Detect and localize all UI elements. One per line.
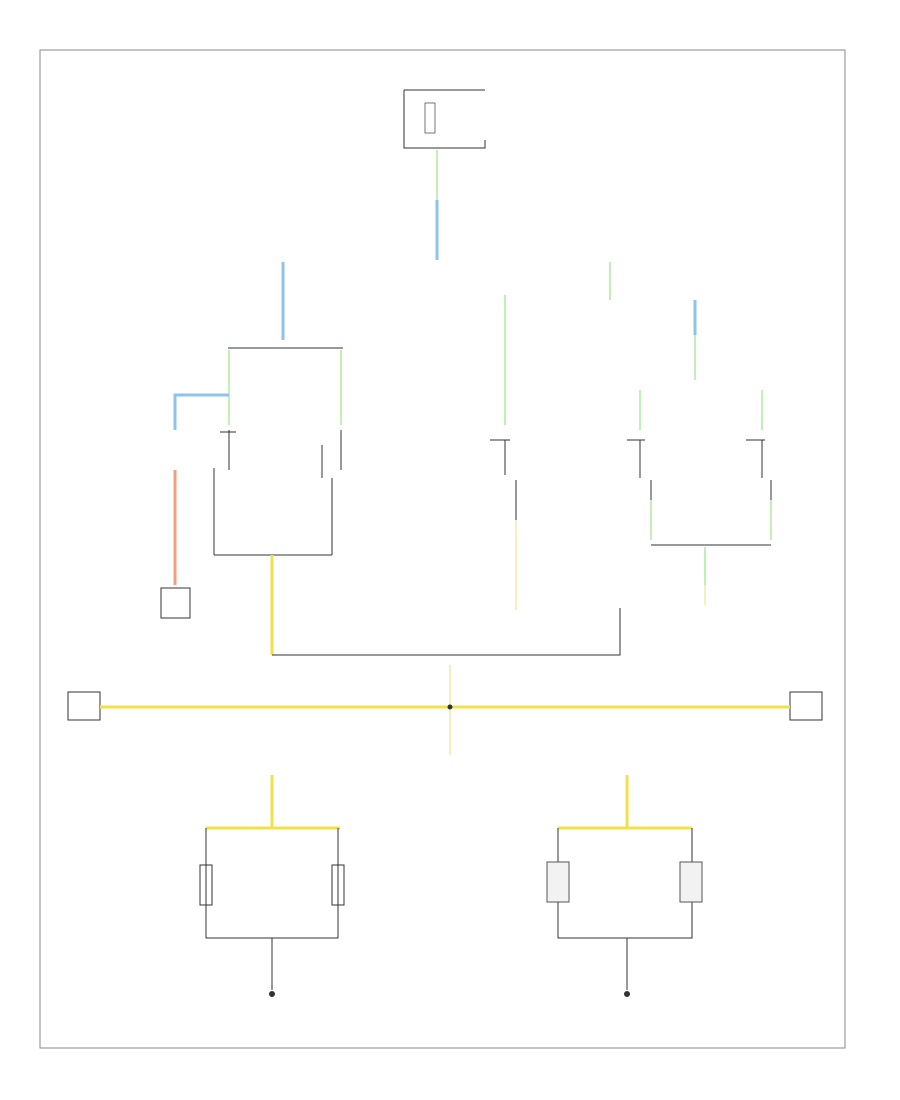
- ground-icon-left: [269, 991, 275, 997]
- wire-bl-left-side: [205, 828, 339, 939]
- collector-bus: [272, 608, 621, 656]
- wire-br-side: [557, 828, 693, 939]
- right-connector-box: [789, 691, 823, 721]
- switch-right-1: [627, 439, 652, 500]
- lamp-br-1: [546, 861, 570, 903]
- switch-right-2: [746, 439, 772, 500]
- lamp-br-2: [679, 861, 703, 903]
- switch-left-1: [213, 430, 236, 555]
- switch-left-2: [321, 430, 342, 555]
- lamp-bl-1: [199, 864, 213, 906]
- left-component-box: [160, 587, 191, 619]
- fuse-box: [403, 89, 486, 149]
- left-connector-box: [67, 691, 101, 721]
- diagram-frame: [39, 49, 846, 1049]
- ground-icon-right: [624, 991, 630, 997]
- switch-center: [490, 439, 517, 520]
- splice-point: [447, 704, 453, 710]
- wire-left-blue-branch: [173, 393, 229, 430]
- lamp-bl-2: [331, 864, 345, 906]
